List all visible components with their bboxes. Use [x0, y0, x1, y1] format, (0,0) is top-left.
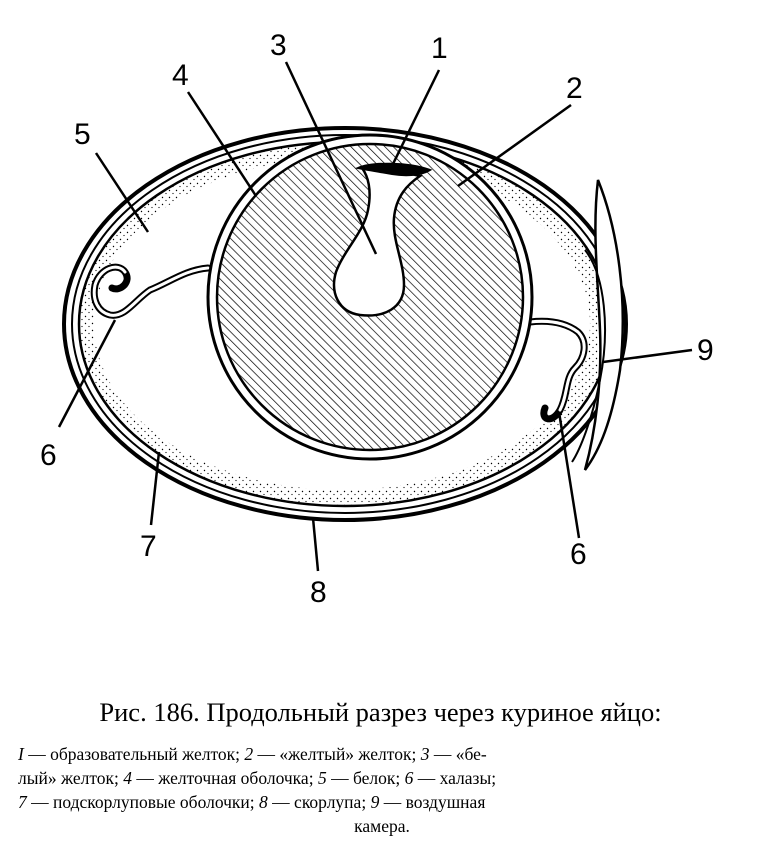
- legend-text: — желточная оболочка;: [132, 768, 318, 788]
- legend-num: 3: [420, 744, 430, 764]
- air-chamber-wall: [571, 249, 606, 463]
- legend-text: — белок;: [326, 768, 405, 788]
- chalaza-right-inner: [528, 319, 586, 412]
- legend-line-2: лый» желток; 4 — желточная оболочка; 5 —…: [18, 766, 746, 790]
- label-6-left: 6: [40, 439, 57, 472]
- label-9: 9: [697, 334, 714, 367]
- legend-num: 4: [123, 768, 132, 788]
- legend-text: лый» желток;: [18, 768, 124, 788]
- white-yolk: [332, 166, 424, 317]
- leader-lines: [57, 61, 693, 572]
- legend-line-3: 7 — подскорлуповые оболочки; 8 — скорлуп…: [18, 790, 746, 814]
- legend-text: — скорлупа;: [267, 792, 371, 812]
- legend-num: 8: [259, 792, 268, 812]
- label-6-right: 6: [570, 538, 587, 571]
- legend-text: — подскорлуповые оболочки;: [26, 792, 260, 812]
- label-2: 2: [566, 72, 583, 105]
- label-7: 7: [140, 530, 157, 563]
- label-8: 8: [310, 576, 327, 609]
- figure-caption-title: Рис. 186. Продольный разрез через курино…: [99, 697, 662, 727]
- label-4: 4: [172, 59, 189, 92]
- legend-line-4: камера.: [354, 816, 410, 836]
- legend-num: 5: [317, 768, 327, 788]
- legend-text: — образовательный желток;: [23, 744, 245, 764]
- label-5: 5: [74, 118, 91, 151]
- legend-num: 6: [404, 768, 414, 788]
- germinal-disc: [354, 162, 433, 177]
- air-chamber: [583, 179, 624, 471]
- label-1: 1: [431, 32, 448, 65]
- legend-num: 2: [244, 744, 254, 764]
- label-3: 3: [270, 29, 287, 62]
- legend-text: — «бе-: [429, 744, 487, 764]
- legend-text: — воздушная: [379, 792, 486, 812]
- legend-line-1: I — образовательный желток; 2 — «желтый»…: [18, 742, 746, 766]
- legend-num: I: [18, 744, 24, 764]
- legend-text: — халазы;: [413, 768, 497, 788]
- figure-legend: I — образовательный желток; 2 — «желтый»…: [18, 742, 746, 838]
- legend-num: 9: [370, 792, 380, 812]
- egg-section-diagram: 1 2 3 4 5 6 6 7 8 9: [40, 29, 714, 609]
- chalaza-left-inner: [92, 265, 210, 317]
- legend-num: 7: [18, 792, 27, 812]
- legend-text: — «желтый» желток;: [253, 744, 421, 764]
